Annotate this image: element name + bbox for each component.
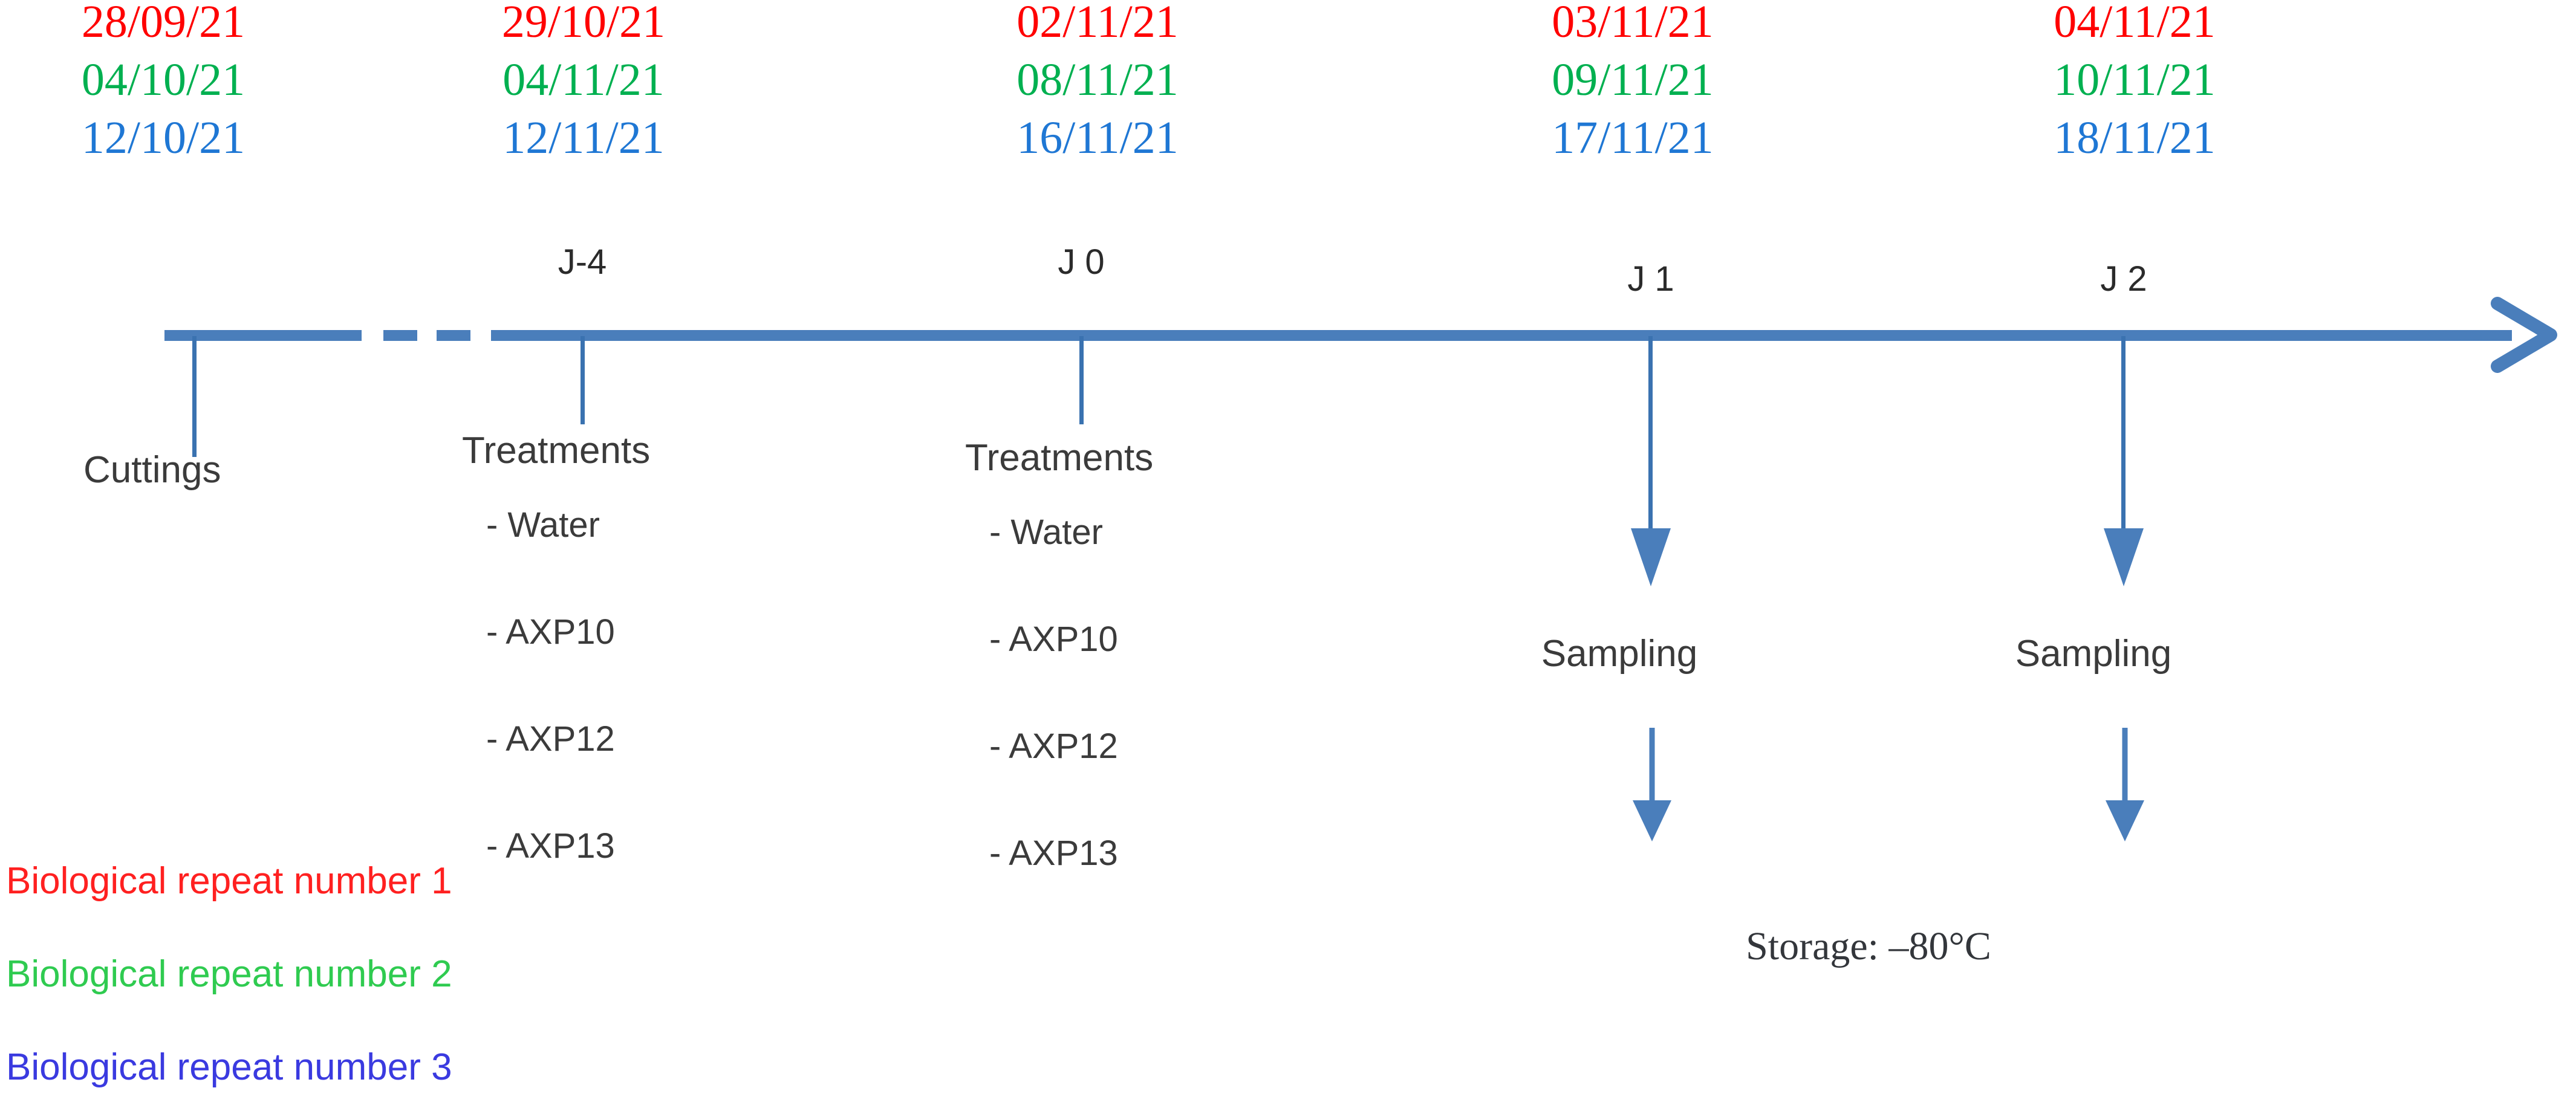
date-repeat3: 17/11/21 xyxy=(1552,112,1714,163)
day-label-j2: J 2 xyxy=(2100,259,2147,299)
tick-j0 xyxy=(1079,336,1084,424)
date-column-3: 02/11/21 08/11/21 16/11/21 xyxy=(964,0,1231,167)
date-repeat3: 18/11/21 xyxy=(2054,112,2216,163)
treatment-item: - AXP10 xyxy=(486,612,615,652)
date-repeat2: 08/11/21 xyxy=(1016,54,1179,105)
timeline-axis-dash-1 xyxy=(383,330,417,341)
date-repeat3: 12/10/21 xyxy=(81,112,246,163)
date-repeat1: 03/11/21 xyxy=(1552,0,1714,47)
date-repeat3: 12/11/21 xyxy=(503,112,665,163)
treatment-item: - AXP12 xyxy=(989,727,1118,766)
date-repeat3: 16/11/21 xyxy=(1016,112,1179,163)
tick-j2 xyxy=(2121,336,2126,534)
date-repeat2: 04/10/21 xyxy=(81,54,246,105)
date-repeat2: 04/11/21 xyxy=(503,54,665,105)
legend-repeat-2: Biological repeat number 2 xyxy=(6,953,452,995)
treatments-title: Treatments xyxy=(462,430,651,471)
date-column-1: 28/09/21 04/10/21 12/10/21 xyxy=(30,0,296,167)
date-column-4: 03/11/21 09/11/21 17/11/21 xyxy=(1500,0,1766,167)
day-label-j-minus-4: J-4 xyxy=(558,242,607,282)
storage-label: Storage: –80°C xyxy=(1746,924,1991,968)
cuttings-label: Cuttings xyxy=(83,449,221,491)
date-repeat1: 02/11/21 xyxy=(1016,0,1179,47)
timeline-axis-main xyxy=(491,330,2512,341)
treatment-item: - AXP10 xyxy=(989,620,1118,659)
date-repeat1: 29/10/21 xyxy=(501,0,666,47)
timeline-axis-dash-2 xyxy=(437,330,470,341)
sampling-arrow-j2-icon xyxy=(2100,526,2148,592)
date-repeat1: 28/09/21 xyxy=(81,0,246,47)
treatment-item: - Water xyxy=(486,505,600,545)
storage-arrow-right-icon xyxy=(2102,725,2148,846)
day-label-j0: J 0 xyxy=(1058,242,1105,282)
tick-cuttings xyxy=(192,336,197,457)
sampling-label-j2: Sampling xyxy=(2015,633,2172,675)
treatments-title: Treatments xyxy=(965,437,1154,479)
treatment-item: - AXP13 xyxy=(989,834,1118,873)
timeline-arrow-icon xyxy=(2491,296,2576,375)
sampling-label-j1: Sampling xyxy=(1541,633,1698,675)
legend-repeat-3: Biological repeat number 3 xyxy=(6,1046,452,1088)
treatment-item: - AXP13 xyxy=(486,826,615,866)
timeline-axis-left-stub xyxy=(164,330,362,341)
date-repeat2: 09/11/21 xyxy=(1552,54,1714,105)
day-label-j1: J 1 xyxy=(1627,259,1674,299)
date-column-5: 04/11/21 10/11/21 18/11/21 xyxy=(2002,0,2268,167)
treatments-block-j-minus-4: Treatments - Water - AXP10 - AXP12 - AXP… xyxy=(462,429,651,866)
legend-repeat-1: Biological repeat number 1 xyxy=(6,860,452,902)
storage-arrow-left-icon xyxy=(1629,725,1675,846)
date-column-2: 29/10/21 04/11/21 12/11/21 xyxy=(450,0,717,167)
sampling-arrow-j1-icon xyxy=(1627,526,1675,592)
treatment-item: - AXP12 xyxy=(486,719,615,759)
treatment-item: - Water xyxy=(989,513,1103,552)
date-repeat1: 04/11/21 xyxy=(2054,0,2216,47)
tick-j1 xyxy=(1648,336,1653,534)
date-repeat2: 10/11/21 xyxy=(2054,54,2216,105)
tick-j-minus-4 xyxy=(581,336,585,424)
treatments-block-j0: Treatments - Water - AXP10 - AXP12 - AXP… xyxy=(965,436,1154,873)
